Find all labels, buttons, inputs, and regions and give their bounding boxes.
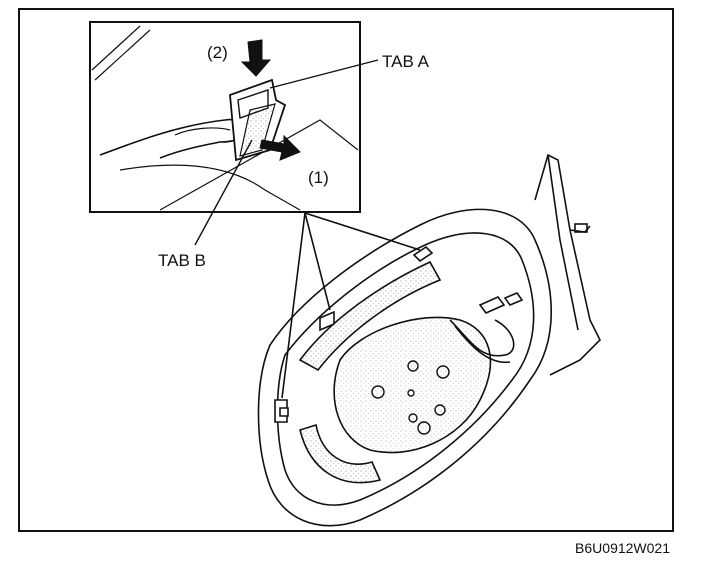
label-step-1: (1) [308, 168, 329, 187]
label-step-2: (2) [207, 43, 228, 62]
label-tab-b: TAB B [158, 251, 206, 270]
label-tab-a: TAB A [382, 52, 429, 71]
callout-lines [281, 212, 421, 399]
figure-frame [18, 8, 674, 532]
mirror-housing [257, 153, 601, 527]
housing-tabs [274, 245, 434, 423]
figure-code: B6U0912W021 [575, 540, 670, 556]
detail-inset [89, 21, 379, 246]
mirror-motor-holes [371, 360, 450, 435]
